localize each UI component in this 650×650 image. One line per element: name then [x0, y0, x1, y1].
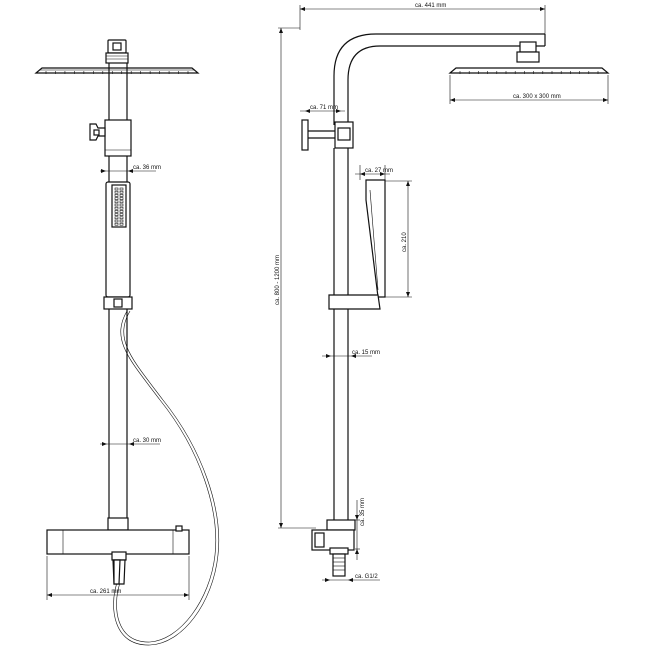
- hand-shower-nozzle: [114, 216, 119, 220]
- thread-label: ca. G1/2: [355, 574, 378, 580]
- pipe-diameter-label: ca. 30 mm: [133, 438, 161, 444]
- hand-shower-side: [365, 179, 386, 298]
- hand-shower-nozzle: [119, 200, 124, 204]
- hand-shower-nozzle: [114, 219, 119, 223]
- hand-shower-front: [105, 181, 131, 298]
- thermostat-outlet: [111, 551, 127, 585]
- thermostat-body: [46, 525, 190, 555]
- hand-shower-nozzle: [119, 187, 124, 191]
- wall-bracket: [301, 119, 354, 151]
- handshower-width-label: ca. 27 mm: [365, 168, 393, 174]
- rail-diameter-label: ca. 15 mm: [352, 350, 380, 356]
- rain-shower-head-side: [448, 67, 610, 74]
- hand-shower-nozzle: [119, 222, 124, 226]
- nozzles: [45, 71, 189, 74]
- rain-shower-head-front: [34, 67, 200, 74]
- hand-shower-nozzle: [119, 194, 124, 197]
- hand-shower-nozzle: [114, 194, 119, 197]
- rail-diameter-dimension: ca. 15 mm: [322, 350, 380, 358]
- shower-arm: [333, 33, 546, 125]
- pipe-diameter-dimension: ca. 30 mm: [100, 438, 161, 446]
- riser-rail: [333, 148, 349, 522]
- hand-shower-nozzle: [119, 206, 124, 210]
- hand-shower-nozzle: [119, 190, 124, 194]
- nozzles-side: [459, 71, 599, 74]
- hand-shower-nozzle: [119, 213, 124, 216]
- slider-bracket-side: [328, 294, 381, 310]
- front-view: ca. 36 mm ca. 30 mm: [34, 39, 219, 646]
- hand-shower-nozzle: [114, 213, 119, 216]
- hand-shower-nozzle: [114, 203, 119, 207]
- hand-shower-nozzle: [114, 222, 119, 226]
- head-size-dimension: ca. 300 x 300 mm: [449, 75, 609, 104]
- shower-hose: [116, 310, 216, 643]
- hand-shower-nozzle: [114, 190, 119, 194]
- hand-shower-nozzle: [114, 200, 119, 204]
- thermostat-width-dimension: ca. 261 mm: [46, 556, 190, 600]
- head-connector: [105, 39, 129, 64]
- hand-shower-nozzles: [114, 187, 124, 226]
- total-height-dimension: ca. 800 - 1200 mm: [275, 27, 316, 529]
- riser-pipe-lower: [107, 309, 129, 531]
- hand-shower-nozzle: [114, 187, 119, 191]
- hand-shower-nozzle: [119, 219, 124, 223]
- wall-bracket-label: ca. 71 mm: [310, 105, 338, 111]
- arm-length-label: ca. 441 mm: [415, 3, 446, 9]
- hand-shower-nozzle: [114, 206, 119, 210]
- total-height-label: ca. 800 - 1200 mm: [275, 255, 281, 305]
- slider-bracket-front: [103, 296, 133, 310]
- inlet-offset-label: ca. 35 mm: [360, 498, 366, 526]
- hand-shower-nozzle: [119, 203, 124, 207]
- holder-width-label: ca. 36 mm: [133, 165, 161, 171]
- hand-shower-nozzle: [119, 197, 124, 200]
- hand-shower-nozzle: [119, 210, 124, 213]
- hand-shower-nozzle: [114, 210, 119, 213]
- hand-shower-nozzle: [119, 216, 124, 220]
- wall-bracket-dimension: ca. 71 mm: [300, 105, 345, 113]
- inlet-offset-dimension: ca. 35 mm: [348, 498, 366, 560]
- handshower-length-label: ca. 210: [402, 232, 408, 252]
- side-view: ca. 441 mm ca. 300 x 300 mm: [275, 3, 610, 582]
- handshower-width-dimension: ca. 27 mm: [355, 165, 393, 180]
- head-connector-side: [516, 41, 540, 63]
- hand-shower-nozzle: [114, 197, 119, 200]
- thread-dimension: ca. G1/2: [322, 574, 380, 582]
- handshower-length-dimension: ca. 210: [385, 180, 412, 298]
- riser-pipe-upper: [108, 63, 128, 120]
- thermostat-side: [311, 519, 356, 577]
- thermostat-width-label: ca. 261 mm: [90, 589, 121, 595]
- head-size-label: ca. 300 x 300 mm: [513, 94, 561, 100]
- diverter-block: [89, 119, 132, 157]
